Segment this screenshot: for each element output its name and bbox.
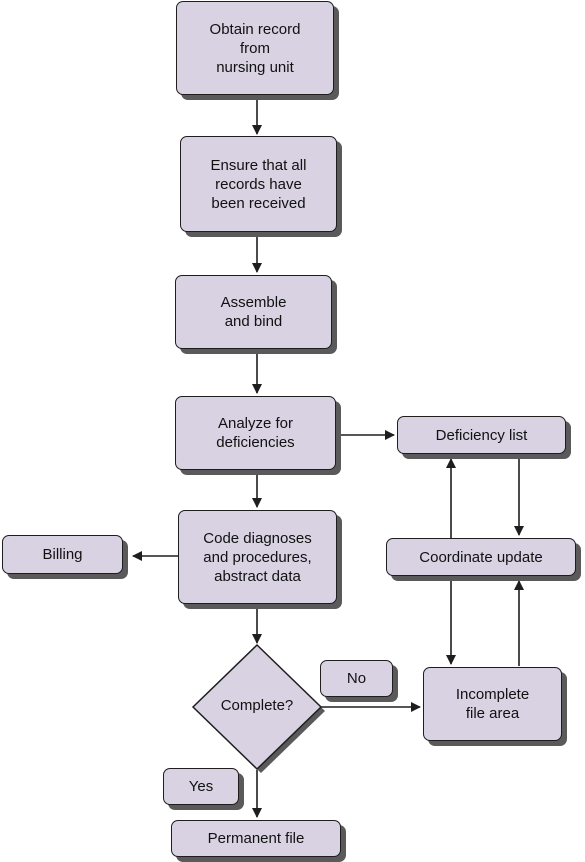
billing-node: Billing — [2, 535, 123, 574]
obtain-record-node: Obtain record from nursing unit — [176, 1, 334, 95]
ensure-received-node: Ensure that all records have been receiv… — [180, 136, 337, 232]
code-diagnoses-node: Code diagnoses and procedures, abstract … — [178, 510, 337, 604]
analyze-deficiencies-node: Analyze for deficiencies — [175, 396, 336, 470]
coordinate-update-node: Coordinate update — [386, 538, 576, 576]
assemble-bind-node: Assemble and bind — [175, 275, 332, 349]
deficiency-list-node: Deficiency list — [397, 416, 566, 454]
permanent-file-node: Permanent file — [171, 820, 341, 857]
incomplete-file-area-node: Incomplete file area — [423, 667, 562, 741]
no-label-box: No — [320, 660, 393, 697]
decision-diamond — [191, 643, 325, 773]
complete-decision-label: Complete? — [220, 697, 294, 714]
yes-label-box: Yes — [163, 768, 239, 805]
